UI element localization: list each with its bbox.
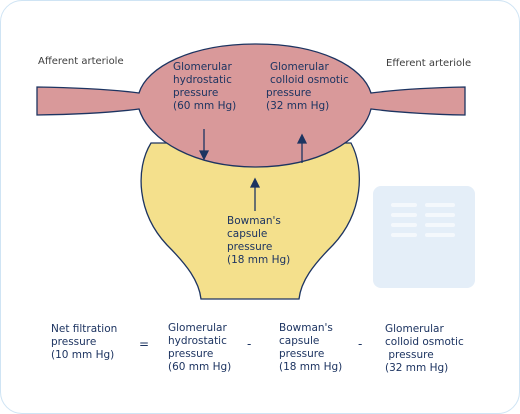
minus-sign-1: - xyxy=(247,337,252,351)
capsule-arrow-icon xyxy=(249,177,261,188)
hydrostatic-term: Glomerular hydrostatic pressure (60 mm H… xyxy=(168,322,232,373)
watermark-logo xyxy=(373,186,475,288)
up-arrow-icon xyxy=(296,133,308,144)
down-arrow-icon xyxy=(198,150,210,161)
bowmans-capsule xyxy=(140,142,360,300)
glomerular-hydrostatic-label: Glomerular hydrostatic pressure (60 mm H… xyxy=(173,61,237,112)
glomerulus xyxy=(36,43,466,168)
colloid-osmotic-term: Glomerular colloid osmotic pressure (32 … xyxy=(385,323,464,374)
bowmans-capsule-label: Bowman's capsule pressure (18 mm Hg) xyxy=(227,215,291,266)
colloid-osmotic-label: Glomerular colloid osmotic pressure (32 … xyxy=(266,61,349,112)
equals-sign: = xyxy=(139,337,150,351)
efferent-arteriole-label: Efferent arteriole xyxy=(386,58,472,69)
net-filtration-term: Net filtration pressure (10 mm Hg) xyxy=(51,323,118,361)
afferent-arteriole-label: Afferent arteriole xyxy=(38,56,124,67)
bowmans-term: Bowman's capsule pressure (18 mm Hg) xyxy=(279,322,343,373)
minus-sign-2: - xyxy=(358,337,363,351)
